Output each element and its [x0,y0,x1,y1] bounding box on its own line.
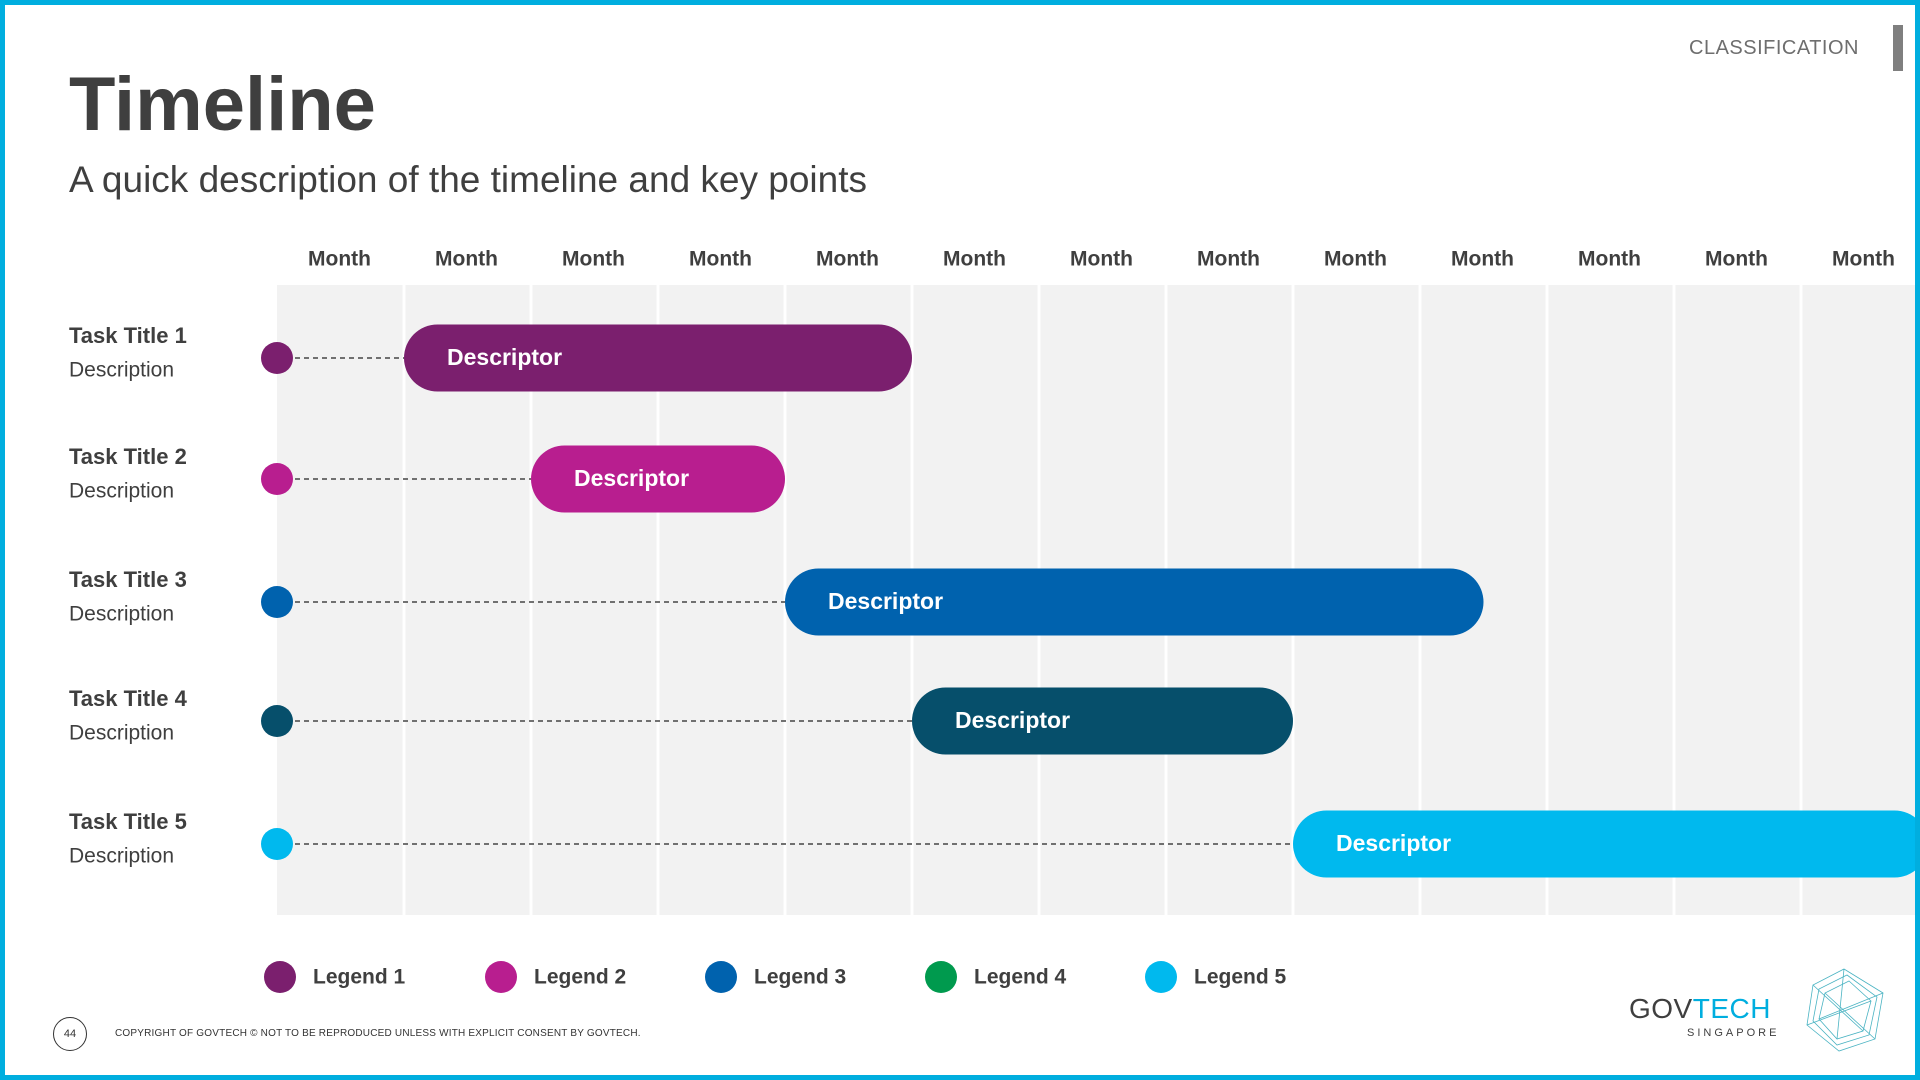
month-header: Month [308,248,371,271]
task-title: Task Title 4 [69,686,188,711]
legend-label: Legend 2 [534,966,626,989]
legend-swatch [1145,961,1177,993]
task-title: Task Title 1 [69,323,187,348]
task-bar-label: Descriptor [828,588,943,614]
page-title: Timeline [69,62,376,147]
task-start-marker [261,342,293,374]
task-bar [404,324,912,392]
task-title: Task Title 2 [69,444,187,469]
month-header: Month [816,248,879,271]
month-header: Month [1832,248,1895,271]
month-header: Month [689,248,752,271]
month-header: Month [1324,248,1387,271]
task-bar [1293,810,1915,878]
task-bar [912,687,1293,755]
classification-label: CLASSIFICATION [1689,37,1859,59]
month-header: Month [435,248,498,271]
task-start-marker [261,705,293,737]
legend-label: Legend 4 [974,966,1067,989]
legend-swatch [264,961,296,993]
legend-label: Legend 3 [754,966,846,989]
task-start-marker [261,463,293,495]
logo-mark-icon [1806,968,1884,1052]
copyright-notice: COPYRIGHT OF GOVTECH © NOT TO BE REPRODU… [115,1028,641,1039]
task-description: Description [69,722,174,745]
legend-label: Legend 1 [313,966,406,989]
task-bar-label: Descriptor [955,707,1070,733]
govtech-logo: GOVTECH SINGAPORE [1629,965,1889,1055]
task-description: Description [69,359,174,382]
logo-subtitle: SINGAPORE [1687,1027,1780,1039]
legend-swatch [705,961,737,993]
month-header: Month [1705,248,1768,271]
task-bar [785,568,1484,636]
legend-swatch [485,961,517,993]
logo-tech-text: TECH [1692,993,1771,1024]
page-subtitle: A quick description of the timeline and … [69,159,868,200]
task-start-marker [261,586,293,618]
legend-swatch [925,961,957,993]
task-description: Description [69,603,174,626]
task-bar-label: Descriptor [1336,830,1451,856]
task-bar [531,445,785,513]
classification-marker [1893,25,1903,71]
month-header: Month [943,248,1006,271]
task-start-marker [261,828,293,860]
logo-wordmark: GOVTECH [1629,993,1771,1025]
legend-label: Legend 5 [1194,966,1287,989]
logo-gov-text: GOV [1629,993,1693,1024]
month-header: Month [1578,248,1641,271]
task-description: Description [69,845,174,868]
task-title: Task Title 5 [69,809,187,834]
task-bar-label: Descriptor [574,465,689,491]
month-header: Month [1197,248,1260,271]
page-number: 44 [53,1017,87,1051]
timeline-chart: Month Month Month Month Month Month Month Month… [69,248,1915,993]
task-bar-label: Descriptor [447,344,562,370]
task-description: Description [69,480,174,503]
task-title: Task Title 3 [69,567,187,592]
month-header: Month [562,248,625,271]
month-header: Month [1070,248,1133,271]
month-header: Month [1451,248,1514,271]
